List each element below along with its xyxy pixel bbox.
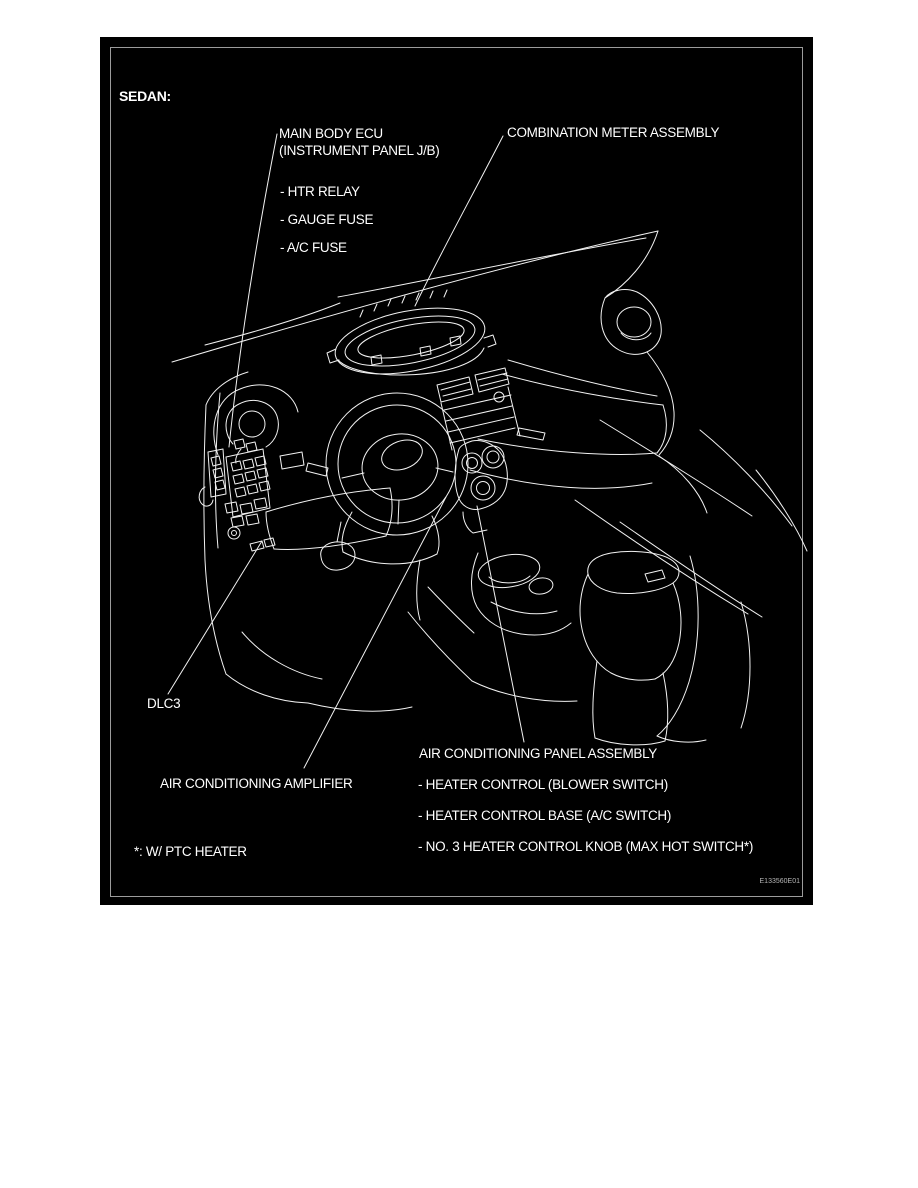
callout-heater-control-knob: - NO. 3 HEATER CONTROL KNOB (MAX HOT SWI…	[418, 839, 754, 854]
callout-ac-panel: AIR CONDITIONING PANEL ASSEMBLY	[419, 746, 658, 761]
dashboard-line-art	[167, 133, 808, 769]
leader-ac-panel	[476, 505, 525, 743]
callout-heater-control-base: - HEATER CONTROL BASE (A/C SWITCH)	[418, 808, 672, 823]
leader-main-body-ecu	[228, 133, 278, 448]
windshield-and-dash-top	[171, 230, 659, 363]
callout-combination-meter: COMBINATION METER ASSEMBLY	[507, 125, 720, 140]
fuse-box-drawing	[198, 371, 299, 675]
figure-code: E133560E01	[759, 878, 800, 885]
console-and-shifter-drawing	[416, 550, 682, 746]
callout-main-body-ecu-line1: MAIN BODY ECU	[279, 126, 383, 141]
variant-label: SEDAN:	[119, 88, 171, 104]
leader-dlc3	[167, 540, 263, 695]
leader-lines	[167, 133, 525, 769]
callout-ac-amplifier: AIR CONDITIONING AMPLIFIER	[160, 776, 353, 791]
footnote-ptc-heater: *: W/ PTC HEATER	[134, 844, 247, 859]
combination-meter-drawing	[326, 289, 497, 376]
callout-heater-control: - HEATER CONTROL (BLOWER SWITCH)	[418, 777, 668, 792]
callout-htr-relay: - HTR RELAY	[280, 184, 360, 199]
leader-ac-amplifier	[303, 496, 447, 769]
right-side-and-seat-drawing	[574, 419, 808, 743]
floor-lines-drawing	[407, 586, 578, 702]
callout-gauge-fuse: - GAUGE FUSE	[280, 212, 374, 227]
center-stack-drawing	[436, 367, 521, 534]
diagram-frame: SEDAN: MAIN BODY ECU (INSTRUMENT PANEL J…	[100, 37, 813, 905]
steering-wheel-drawing	[305, 392, 469, 565]
pedal-and-floor-drawing	[225, 521, 413, 712]
callout-ac-fuse: - A/C FUSE	[280, 240, 347, 255]
leader-combination-meter	[414, 135, 504, 307]
callout-main-body-ecu: MAIN BODY ECU (INSTRUMENT PANEL J/B)	[279, 126, 440, 159]
knee-panel-drawing	[249, 451, 393, 552]
callout-dlc3: DLC3	[147, 696, 181, 711]
callout-main-body-ecu-line2: (INSTRUMENT PANEL J/B)	[279, 142, 440, 158]
